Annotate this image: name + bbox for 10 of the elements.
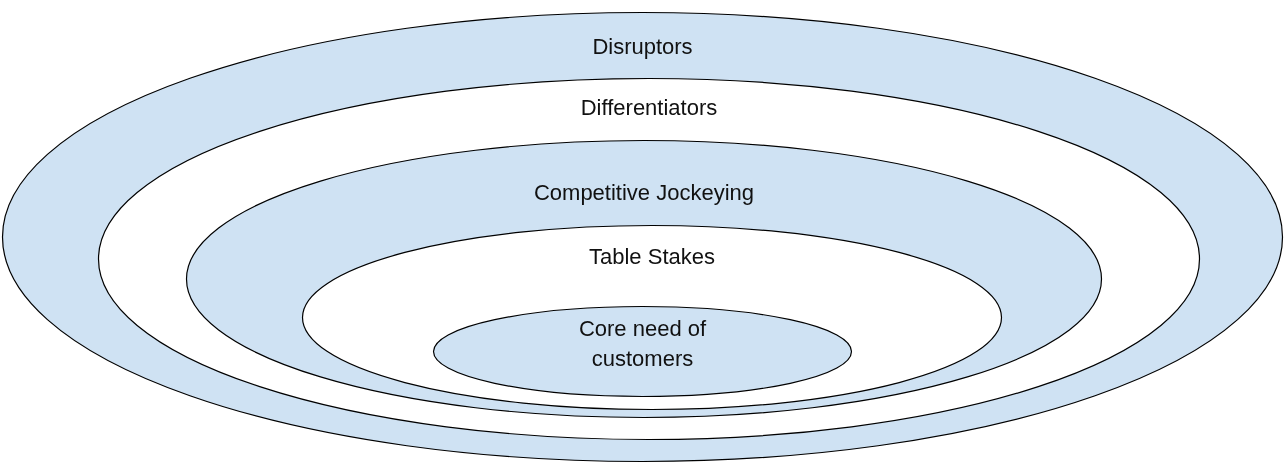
- ring-label: Core need of customers: [577, 315, 708, 373]
- ellipse-ring: [433, 306, 852, 397]
- ring-label: Competitive Jockeying: [532, 179, 756, 207]
- ellipse-ring: [302, 225, 1002, 410]
- ellipse-ring: [2, 12, 1283, 462]
- ellipse-ring: [98, 78, 1200, 440]
- ring-label: Disruptors: [591, 33, 694, 61]
- ring-label: Table Stakes: [588, 243, 716, 271]
- ring-label: Differentiators: [579, 94, 719, 122]
- ellipse-ring: [186, 140, 1102, 418]
